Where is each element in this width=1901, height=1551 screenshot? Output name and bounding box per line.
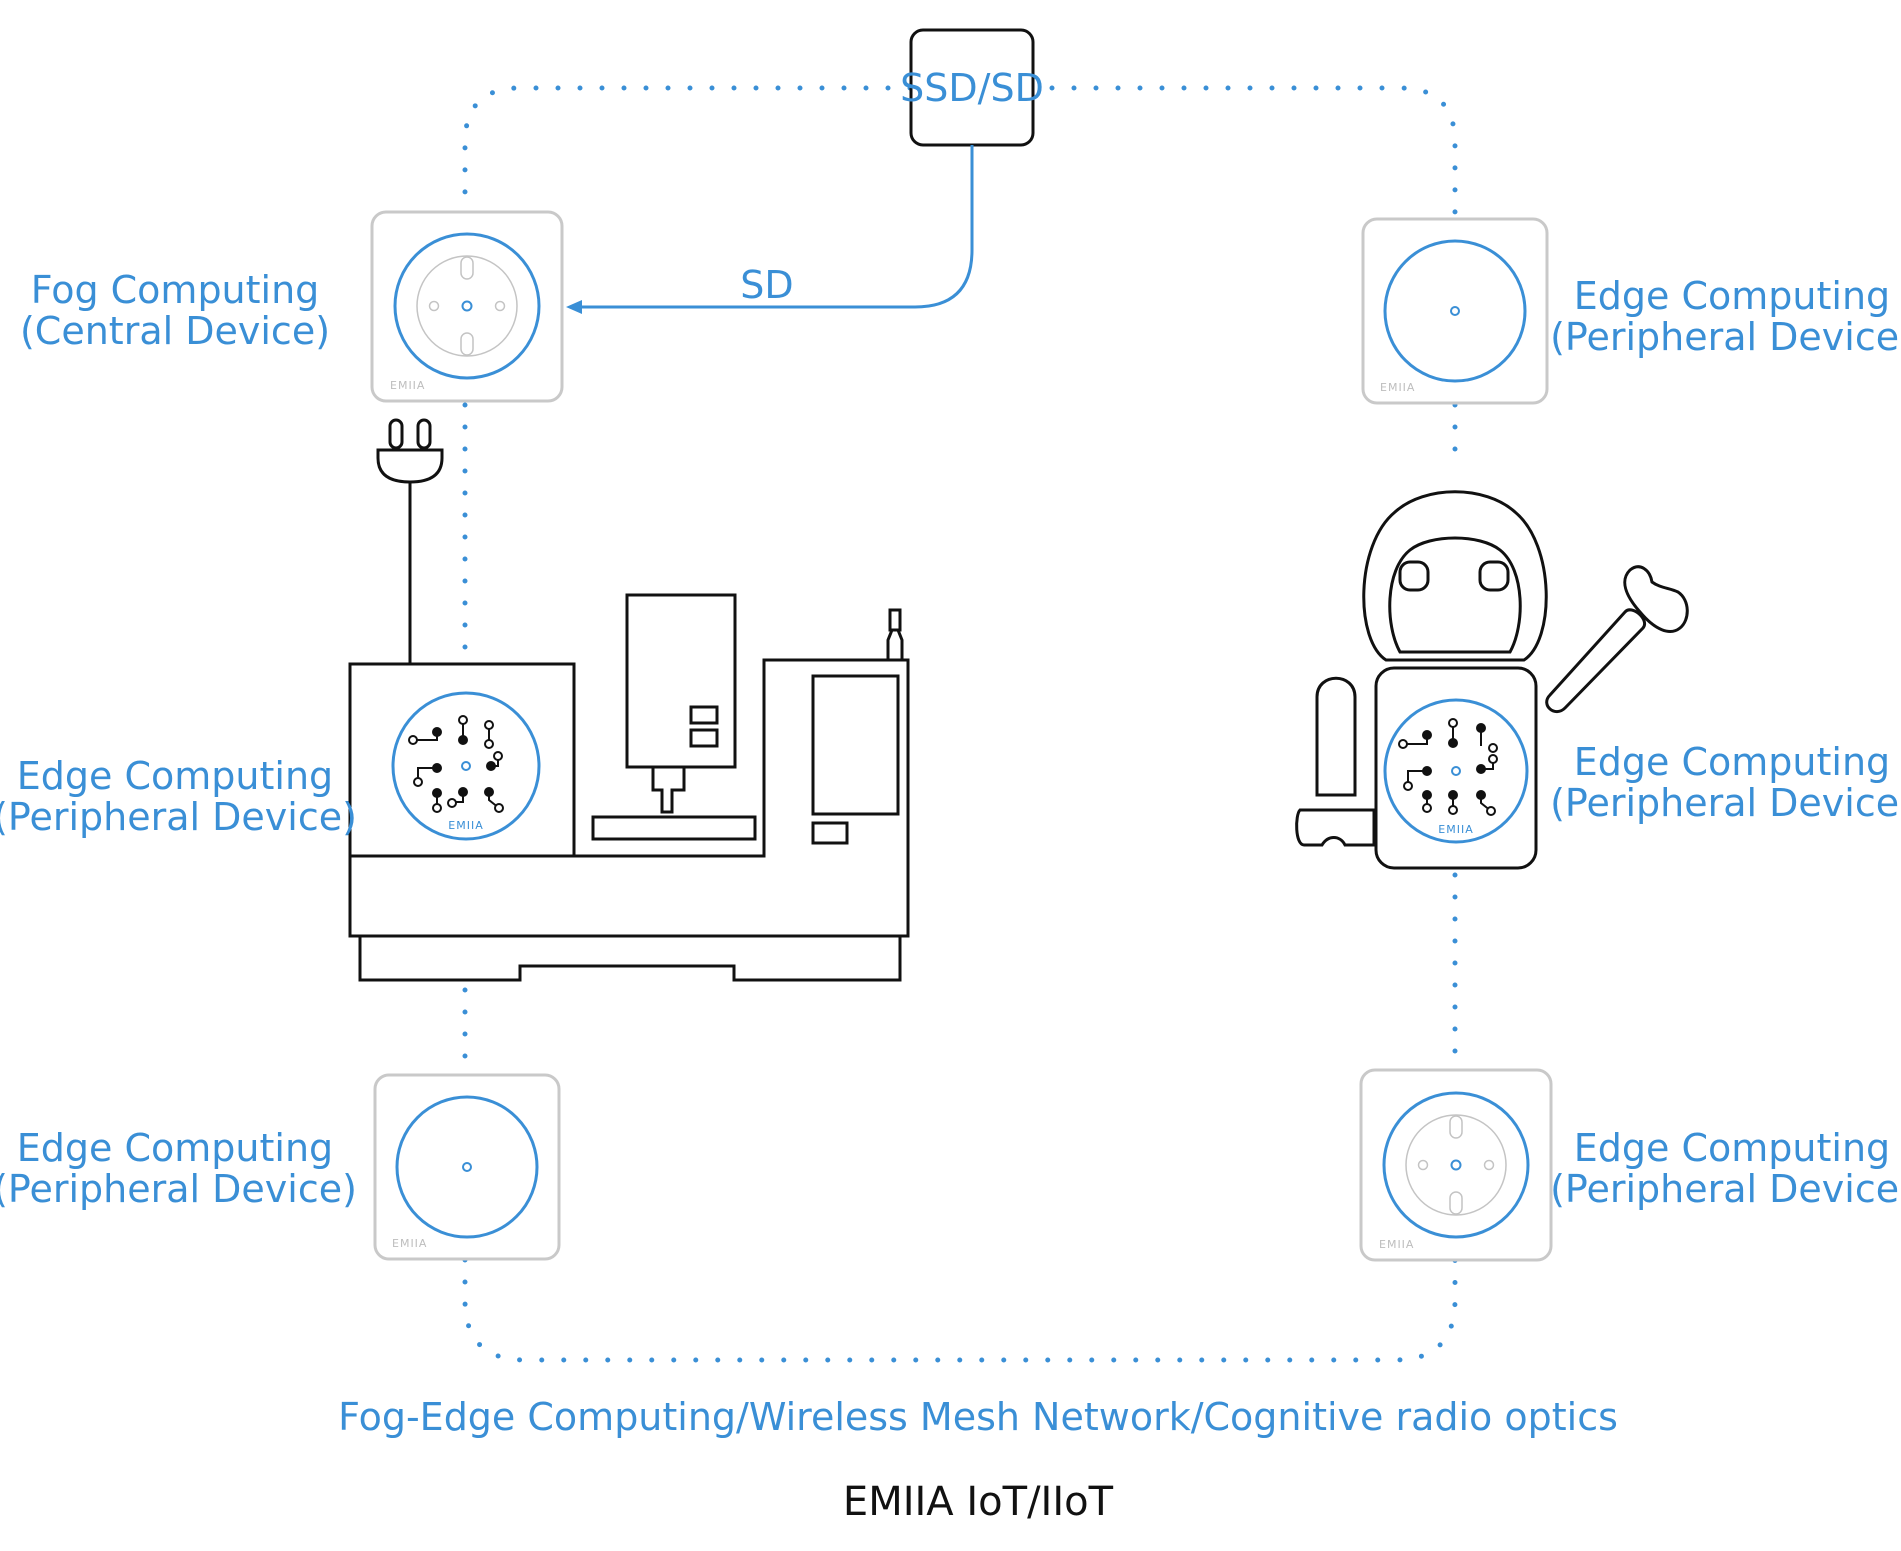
device-ring: [1383, 698, 1529, 844]
device-frame: [1361, 217, 1549, 405]
edge-robot-module: EMIIA: [1383, 698, 1529, 844]
edge-bottom-left-label-line1: Edge Computing: [17, 1126, 333, 1170]
robot-body: [1374, 666, 1538, 870]
robot-claw: [1623, 565, 1689, 633]
center-led: [462, 1162, 472, 1172]
brand-mark: EMIIA: [1438, 823, 1473, 836]
brand-mark: EMIIA: [1379, 1238, 1414, 1251]
robot-face: [1388, 536, 1522, 654]
fog-central-label-line2: (Central Device): [20, 309, 330, 353]
fog-central-label-line1: Fog Computing: [31, 268, 320, 312]
robot-hand-left: [1295, 808, 1376, 847]
center-led: [1450, 1159, 1462, 1171]
center-led: [1450, 306, 1460, 316]
edge-machine-label-line1: Edge Computing: [17, 754, 333, 798]
brand-mark: EMIIA: [390, 379, 425, 392]
edge-robot-label-line2: (Peripheral Device): [1550, 781, 1901, 825]
device-frame: [373, 1073, 561, 1261]
brand-mark: EMIIA: [392, 1237, 427, 1250]
sd-arrow-label: SD: [740, 263, 793, 307]
edge-bottom-right-device: EMIIA: [1359, 1068, 1553, 1262]
mesh-network-loop: [462, 85, 1458, 1363]
edge-bottom-right-label-line2: (Peripheral Device): [1550, 1167, 1901, 1211]
plug-icon: [376, 418, 444, 664]
sd-arrow-line: [572, 145, 974, 309]
storage-label: SSD/SD: [900, 66, 1044, 110]
mesh-link-top-left: [462, 85, 913, 213]
brand-mark: EMIIA: [448, 819, 483, 832]
edge-bottom-left-device: EMIIA: [373, 1073, 561, 1261]
device-frame: [1359, 1068, 1553, 1262]
robot-arm-right: [1545, 608, 1647, 714]
edge-robot-label-line1: Edge Computing: [1574, 740, 1890, 784]
cnc-machine-icon: [348, 593, 910, 982]
ssd-sd-storage: SSD/SD: [900, 28, 1044, 147]
circuit-board-icon: [408, 715, 504, 813]
circuit-board-icon: [1398, 718, 1498, 816]
device-ring: [393, 232, 541, 380]
robot-icon: [1295, 490, 1689, 870]
device-ring: [1383, 239, 1527, 383]
robot-arm-left: [1315, 676, 1357, 797]
device-ring: [1382, 1091, 1530, 1239]
robot-eye-right: [1478, 560, 1510, 592]
edge-top-right-device: EMIIA: [1361, 217, 1549, 405]
device-frame: [370, 210, 564, 403]
fog-central-device: EMIIA: [370, 210, 564, 403]
edge-machine-label-line2: (Peripheral Device): [0, 795, 357, 839]
center-led: [461, 761, 471, 771]
edge-machine-module: EMIIA: [391, 691, 541, 841]
footer-title: EMIIA IoT/IIoT: [843, 1479, 1114, 1525]
brand-mark: EMIIA: [1380, 381, 1415, 394]
edge-top-right-label-line2: (Peripheral Device): [1550, 315, 1901, 359]
device-ring: [391, 691, 541, 841]
edge-bottom-left-label-line2: (Peripheral Device): [0, 1167, 357, 1211]
edge-bottom-right-label-line1: Edge Computing: [1574, 1126, 1890, 1170]
socket-module-icon: [1405, 1114, 1507, 1216]
network-caption: Fog-Edge Computing/Wireless Mesh Network…: [338, 1395, 1618, 1439]
device-ring: [395, 1095, 539, 1239]
mesh-link-bottom: [462, 1252, 1458, 1363]
edge-top-right-label-line1: Edge Computing: [1574, 274, 1890, 318]
center-led: [461, 300, 473, 312]
robot-helmet: [1362, 490, 1548, 662]
center-led: [1451, 766, 1461, 776]
sd-arrowhead: [566, 300, 582, 314]
mesh-link-top-right: [1027, 85, 1458, 223]
sd-data-flow: SD: [566, 145, 974, 314]
socket-module-icon: [416, 255, 518, 357]
robot-eye-left: [1398, 560, 1430, 592]
